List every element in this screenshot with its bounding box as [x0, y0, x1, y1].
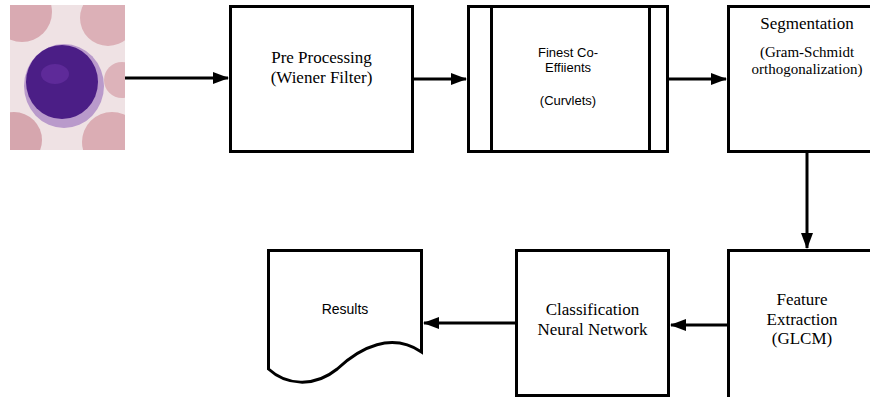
cell-nucleus: [26, 45, 98, 119]
process-side-line: [648, 8, 651, 150]
process-box: Pre Processing(Wiener Filter): [229, 5, 414, 153]
document-shape: Results: [267, 249, 423, 387]
flow-arrow: [424, 322, 515, 325]
document-outline: [267, 249, 423, 387]
process-box: Segmentation (Gram-Schmidt orthogonalizat…: [727, 5, 870, 153]
red-cell: [10, 5, 52, 42]
node-subtitle: (Curvlets): [540, 94, 596, 109]
document-outline-path: [269, 251, 422, 383]
red-cell: [10, 112, 42, 150]
node-subtitle: (Gram-Schmidt orthogonalization): [742, 44, 870, 79]
predefined-process-box: Finest Co- Effiients (Curvlets): [467, 5, 669, 153]
node-title: Classification Neural Network: [530, 300, 655, 339]
flow-arrow: [414, 78, 466, 81]
node-title: Pre Processing: [271, 48, 372, 68]
flow-arrow: [806, 153, 809, 248]
blood-cell-image: [10, 5, 125, 150]
process-box: Classification Neural Network: [515, 249, 670, 397]
red-cell: [104, 62, 125, 98]
cell-cytoplasm: [24, 44, 104, 128]
node-title: Finest Co- Effiients: [523, 46, 613, 76]
process-side-line: [490, 8, 493, 150]
input-arrow: [125, 77, 228, 80]
flow-arrow: [671, 324, 727, 327]
nucleus-shade: [41, 64, 69, 84]
flow-arrow: [669, 78, 726, 81]
node-title: Feature Extraction: [752, 290, 852, 329]
node-title: Results: [322, 301, 369, 317]
node-title: Segmentation: [760, 14, 853, 34]
process-box: Feature Extraction(GLCM): [727, 249, 870, 397]
node-subtitle: (GLCM): [772, 329, 832, 349]
red-cell: [80, 5, 125, 46]
node-subtitle: (Wiener Filter): [271, 68, 373, 88]
